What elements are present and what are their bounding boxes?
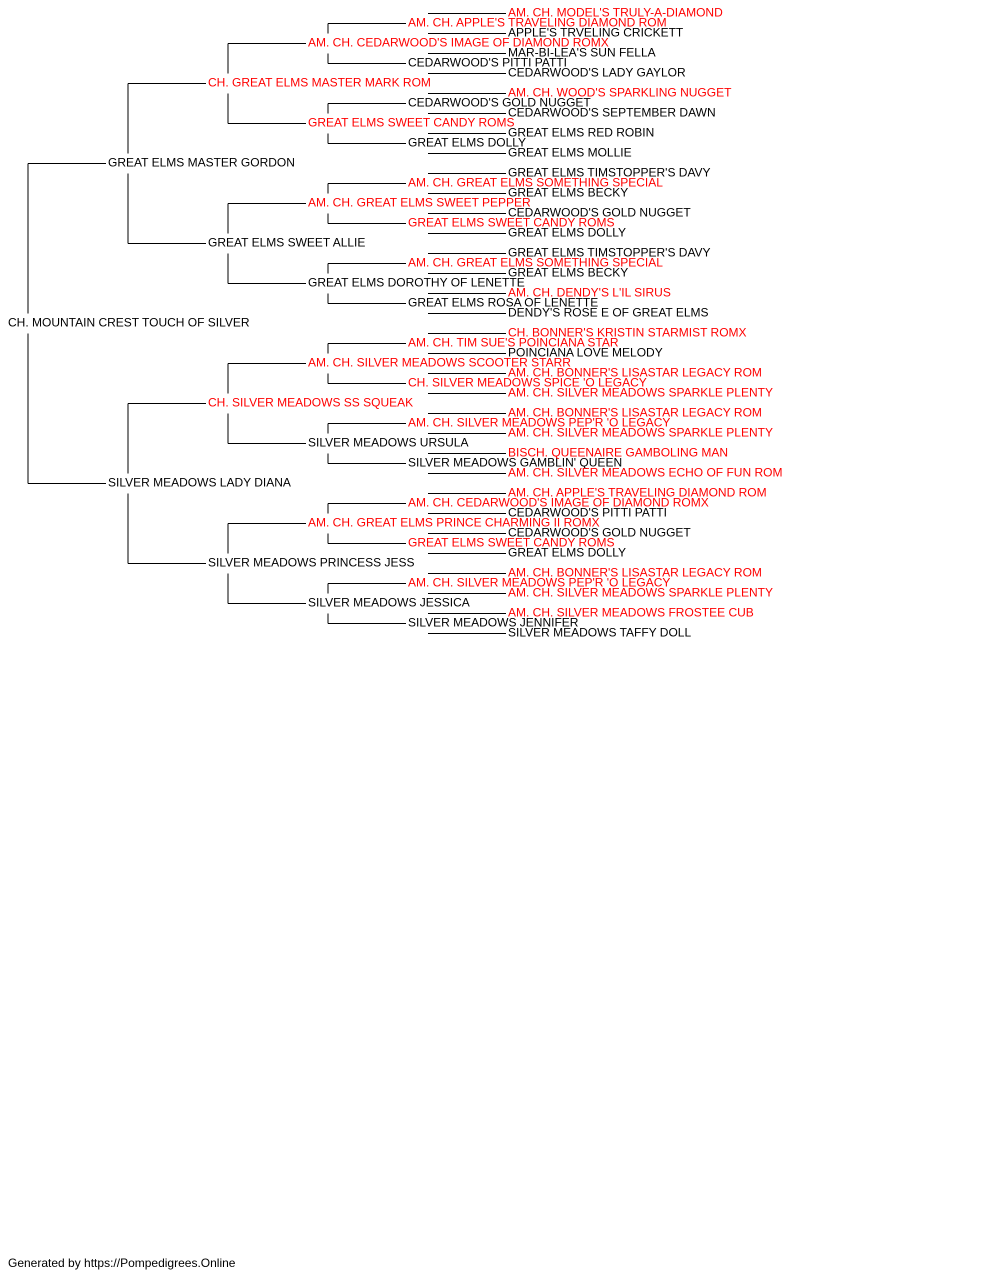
pedigree-node-g4-6: AM. CH. GREAT ELMS SOMETHING SPECIAL xyxy=(408,256,663,270)
pedigree-node-g2-2: CH. SILVER MEADOWS SS SQUEAK xyxy=(208,396,413,410)
pedigree-node-g3-3: GREAT ELMS DOROTHY OF LENETTE xyxy=(308,276,525,290)
pedigree-node-g2-0: CH. GREAT ELMS MASTER MARK ROM xyxy=(208,76,431,90)
pedigree-node-g5-27: GREAT ELMS DOLLY xyxy=(508,546,626,560)
pedigree-node-g4-7: GREAT ELMS ROSA OF LENETTE xyxy=(408,296,598,310)
pedigree-node-g3-0: AM. CH. CEDARWOOD'S IMAGE OF DIAMOND ROM… xyxy=(308,36,609,50)
pedigree-node-g4-0: AM. CH. APPLE'S TRAVELING DIAMOND ROM xyxy=(408,16,667,30)
pedigree-node-g2-3: SILVER MEADOWS PRINCESS JESS xyxy=(208,556,415,570)
pedigree-node-g5-4: AM. CH. WOOD'S SPARKLING NUGGET xyxy=(508,86,732,100)
pedigree-node-g3-6: AM. CH. GREAT ELMS PRINCE CHARMING II RO… xyxy=(308,516,600,530)
pedigree-node-g4-9: CH. SILVER MEADOWS SPICE 'O LEGACY xyxy=(408,376,647,390)
pedigree-node-g5-7: GREAT ELMS MOLLIE xyxy=(508,146,632,160)
pedigree-node-g5-31: SILVER MEADOWS TAFFY DOLL xyxy=(508,626,691,640)
pedigree-node-g5-15: DENDY'S ROSE E OF GREAT ELMS xyxy=(508,306,709,320)
pedigree-node-g5-2: MAR-BI-LEA'S SUN FELLA xyxy=(508,46,656,60)
pedigree-node-g5-30: AM. CH. SILVER MEADOWS FROSTEE CUB xyxy=(508,606,754,620)
footer-credit: Generated by https://Pompedigrees.Online xyxy=(8,1256,236,1270)
pedigree-node-g4-4: AM. CH. GREAT ELMS SOMETHING SPECIAL xyxy=(408,176,663,190)
pedigree-node-g5-5: CEDARWOOD'S SEPTEMBER DAWN xyxy=(508,106,716,120)
pedigree-node-g5-3: CEDARWOOD'S LADY GAYLOR xyxy=(508,66,686,80)
pedigree-node-g5-23: AM. CH. SILVER MEADOWS ECHO OF FUN ROM xyxy=(508,466,782,480)
pedigree-node-g5-16: CH. BONNER'S KRISTIN STARMIST ROMX xyxy=(508,326,747,340)
pedigree-node-g4-13: GREAT ELMS SWEET CANDY ROMS xyxy=(408,536,614,550)
pedigree-node-g2-1: GREAT ELMS SWEET ALLIE xyxy=(208,236,365,250)
pedigree-node-g3-5: SILVER MEADOWS URSULA xyxy=(308,436,468,450)
pedigree-node-g5-8: GREAT ELMS TIMSTOPPER'S DAVY xyxy=(508,166,711,180)
pedigree-node-g5-26: CEDARWOOD'S GOLD NUGGET xyxy=(508,526,691,540)
pedigree-node-g5-12: GREAT ELMS TIMSTOPPER'S DAVY xyxy=(508,246,711,260)
pedigree-node-g5-29: AM. CH. SILVER MEADOWS SPARKLE PLENTY xyxy=(508,586,773,600)
pedigree-node-g4-8: AM. CH. TIM SUE'S POINCIANA STAR xyxy=(408,336,619,350)
pedigree-node-g5-9: GREAT ELMS BECKY xyxy=(508,186,628,200)
pedigree-node-g1-0: GREAT ELMS MASTER GORDON xyxy=(108,156,295,170)
pedigree-node-g5-22: BISCH. QUEENAIRE GAMBOLING MAN xyxy=(508,446,728,460)
pedigree-node-g3-1: GREAT ELMS SWEET CANDY ROMS xyxy=(308,116,514,130)
pedigree-node-g5-24: AM. CH. APPLE'S TRAVELING DIAMOND ROM xyxy=(508,486,767,500)
pedigree-node-g0-0: CH. MOUNTAIN CREST TOUCH OF SILVER xyxy=(8,316,250,330)
pedigree-node-g5-13: GREAT ELMS BECKY xyxy=(508,266,628,280)
pedigree-node-g5-6: GREAT ELMS RED ROBIN xyxy=(508,126,654,140)
pedigree-node-g5-25: CEDARWOOD'S PITTI PATTI xyxy=(508,506,667,520)
pedigree-node-g5-28: AM. CH. BONNER'S LISASTAR LEGACY ROM xyxy=(508,566,762,580)
pedigree-node-g5-1: APPLE'S TRVELING CRICKETT xyxy=(508,26,684,40)
pedigree-node-g5-19: AM. CH. SILVER MEADOWS SPARKLE PLENTY xyxy=(508,386,773,400)
pedigree-node-g3-4: AM. CH. SILVER MEADOWS SCOOTER STARR xyxy=(308,356,571,370)
pedigree-node-g3-2: AM. CH. GREAT ELMS SWEET PEPPER xyxy=(308,196,531,210)
pedigree-node-g4-1: CEDARWOOD'S PITTI PATTI xyxy=(408,56,567,70)
pedigree-node-g5-20: AM. CH. BONNER'S LISASTAR LEGACY ROM xyxy=(508,406,762,420)
pedigree-node-g1-1: SILVER MEADOWS LADY DIANA xyxy=(108,476,291,490)
pedigree-node-g4-3: GREAT ELMS DOLLY xyxy=(408,136,526,150)
pedigree-node-g4-5: GREAT ELMS SWEET CANDY ROMS xyxy=(408,216,614,230)
pedigree-node-g3-7: SILVER MEADOWS JESSICA xyxy=(308,596,470,610)
pedigree-node-g5-14: AM. CH. DENDY'S L'IL SIRUS xyxy=(508,286,671,300)
pedigree-node-g4-2: CEDARWOOD'S GOLD NUGGET xyxy=(408,96,591,110)
pedigree-node-g4-10: AM. CH. SILVER MEADOWS PEP'R 'O LEGACY xyxy=(408,416,670,430)
pedigree-node-g5-18: AM. CH. BONNER'S LISASTAR LEGACY ROM xyxy=(508,366,762,380)
pedigree-node-g5-17: POINCIANA LOVE MELODY xyxy=(508,346,663,360)
pedigree-node-g4-14: AM. CH. SILVER MEADOWS PEP'R 'O LEGACY xyxy=(408,576,670,590)
pedigree-node-g5-10: CEDARWOOD'S GOLD NUGGET xyxy=(508,206,691,220)
pedigree-node-g4-12: AM. CH. CEDARWOOD'S IMAGE OF DIAMOND ROM… xyxy=(408,496,709,510)
pedigree-node-g5-21: AM. CH. SILVER MEADOWS SPARKLE PLENTY xyxy=(508,426,773,440)
pedigree-node-g4-11: SILVER MEADOWS GAMBLIN' QUEEN xyxy=(408,456,622,470)
pedigree-node-g5-0: AM. CH. MODEL'S TRULY-A-DIAMOND xyxy=(508,6,723,20)
pedigree-node-g4-15: SILVER MEADOWS JENNIFER xyxy=(408,616,579,630)
pedigree-node-g5-11: GREAT ELMS DOLLY xyxy=(508,226,626,240)
